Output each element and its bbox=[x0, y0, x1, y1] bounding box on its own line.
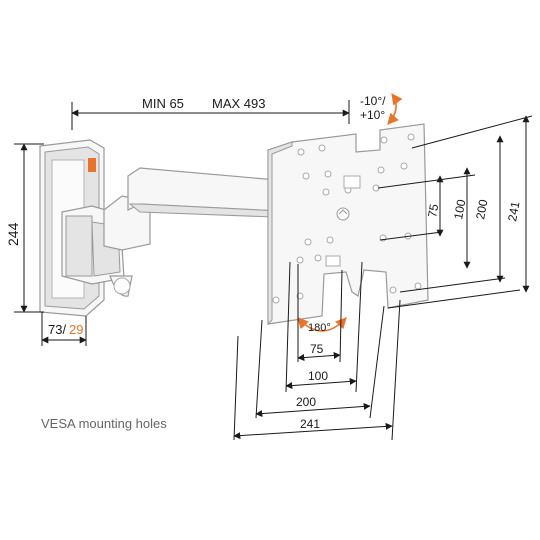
vesa-horizontal-100: 100 bbox=[308, 369, 328, 383]
vesa-vertical-100: 100 bbox=[451, 198, 468, 220]
height-dimension: 244 bbox=[5, 143, 44, 313]
vesa-horizontal-241: 241 bbox=[300, 417, 320, 431]
vesa-vertical-241: 241 bbox=[505, 200, 522, 222]
tilt-indicator: -10°/ +10° bbox=[360, 93, 403, 125]
rotation-indicator: 180° bbox=[297, 317, 347, 334]
vesa-caption: VESA mounting holes bbox=[41, 416, 167, 431]
vesa-horizontal-200: 200 bbox=[296, 395, 316, 409]
vesa-vertical-200: 200 bbox=[473, 198, 490, 220]
vesa-horizontal-dimensions: 75 100 200 241 bbox=[233, 261, 401, 441]
depth-alt-label: 29 bbox=[69, 322, 83, 337]
tilt-arrow-icon bbox=[387, 93, 403, 125]
rotation-arrow-icon bbox=[297, 317, 347, 332]
extension-dimension: MIN 65 MAX 493 bbox=[71, 96, 350, 130]
vesa-vertical-75: 75 bbox=[425, 203, 441, 219]
vesa-plate bbox=[267, 123, 429, 326]
height-label: 244 bbox=[5, 222, 21, 246]
depth-dimension: 73/ 29 bbox=[41, 312, 87, 346]
tilt-bottom-label: +10° bbox=[360, 108, 385, 122]
max-extension-label: MAX 493 bbox=[212, 96, 265, 111]
depth-label: 73/ bbox=[48, 322, 66, 337]
min-extension-label: MIN 65 bbox=[142, 96, 184, 111]
orange-lock-tab bbox=[88, 158, 96, 172]
vesa-vertical-dimensions: 75 100 200 241 bbox=[377, 115, 533, 309]
rotation-label: 180° bbox=[308, 322, 331, 334]
tilt-top-label: -10°/ bbox=[360, 94, 386, 108]
vogels-logo bbox=[336, 207, 350, 221]
vesa-horizontal-75: 75 bbox=[310, 342, 324, 356]
